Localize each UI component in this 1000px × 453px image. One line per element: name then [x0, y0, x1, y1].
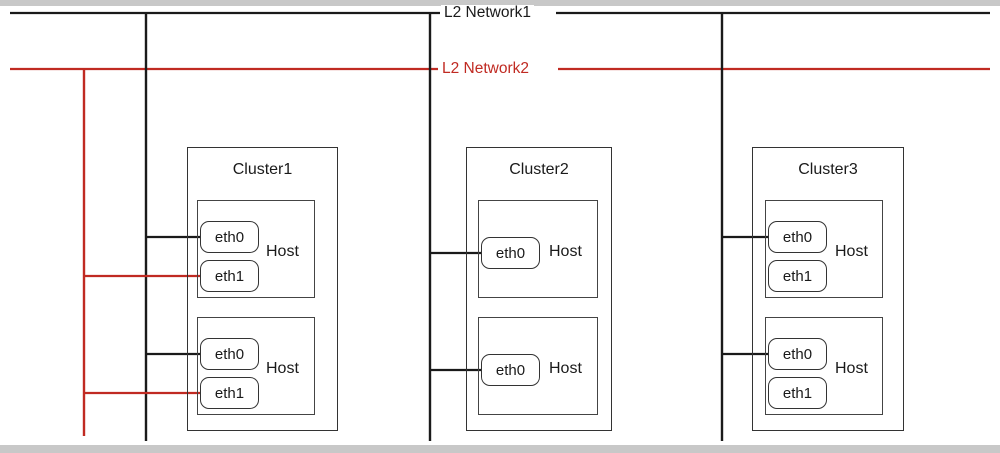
host-label-cluster3-host2: Host — [835, 360, 868, 377]
cluster-box-cluster3[interactable]: Cluster3 — [752, 147, 904, 431]
cluster-title-cluster1: Cluster1 — [232, 161, 293, 178]
host-box-cluster1-host2[interactable] — [197, 317, 315, 415]
host-box-cluster3-host2[interactable] — [765, 317, 883, 415]
cluster-box-cluster2[interactable]: Cluster2 — [466, 147, 612, 431]
label-l2-network2: L2 Network2 — [439, 61, 533, 77]
cluster-title-cluster3: Cluster3 — [798, 161, 858, 178]
nic-cluster3-host1-eth1[interactable]: eth1 — [768, 260, 827, 292]
nic-cluster1-host2-eth0[interactable]: eth0 — [200, 338, 259, 370]
nic-cluster1-host1-eth0[interactable]: eth0 — [200, 221, 259, 253]
nic-cluster3-host2-eth1[interactable]: eth1 — [768, 377, 827, 409]
nic-cluster3-host1-eth0[interactable]: eth0 — [768, 221, 827, 253]
cluster-title-cluster2: Cluster2 — [509, 161, 569, 178]
host-label-cluster2-host2: Host — [549, 360, 582, 377]
host-box-cluster2-host2[interactable] — [478, 317, 598, 415]
host-label-cluster1-host1: Host — [266, 243, 299, 260]
host-label-cluster3-host1: Host — [835, 243, 868, 260]
host-box-cluster3-host1[interactable] — [765, 200, 883, 298]
nic-cluster2-host2-eth0[interactable]: eth0 — [481, 354, 540, 386]
nic-cluster2-host1-eth0[interactable]: eth0 — [481, 237, 540, 269]
host-label-cluster1-host2: Host — [266, 360, 299, 377]
nic-cluster1-host1-eth1[interactable]: eth1 — [200, 260, 259, 292]
host-box-cluster2-host1[interactable] — [478, 200, 598, 298]
nic-cluster1-host2-eth1[interactable]: eth1 — [200, 377, 259, 409]
canvas-top-border — [0, 0, 1000, 6]
canvas-bottom-border — [0, 445, 1000, 453]
nic-cluster3-host2-eth0[interactable]: eth0 — [768, 338, 827, 370]
cluster-box-cluster1[interactable]: Cluster1 — [187, 147, 338, 431]
host-label-cluster2-host1: Host — [549, 243, 582, 260]
label-l2-network1: L2 Network1 — [441, 5, 535, 21]
host-box-cluster1-host1[interactable] — [197, 200, 315, 298]
